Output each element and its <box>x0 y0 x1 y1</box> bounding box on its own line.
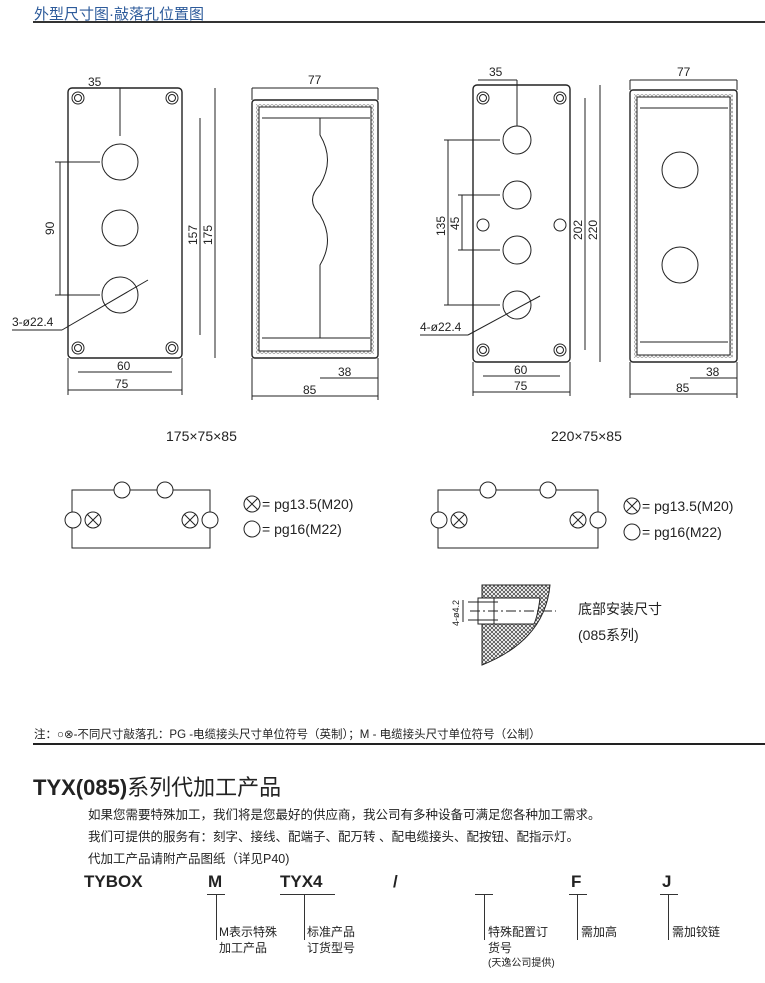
label-j: 需加铰链 <box>672 925 721 939</box>
dim-35: 35 <box>489 65 503 79</box>
heading-model: TYX(085) <box>33 775 128 800</box>
dim-202: 202 <box>571 220 585 240</box>
mount-series: (085系列) <box>578 627 639 643</box>
legend-pg135: = pg13.5(M20) <box>642 498 733 514</box>
footnote: 注：○⊗-不同尺寸敲落孔：PG -电缆接头尺寸单位符号（英制）；M - 电缆接头… <box>34 729 541 741</box>
dimension-drawings: 35 90 157 175 60 75 3-ø22.4 77 38 85 35 … <box>12 65 738 666</box>
dim-77: 77 <box>308 73 322 87</box>
dim-157: 157 <box>186 225 200 245</box>
dim-45: 45 <box>448 216 462 230</box>
knockout-layout-175 <box>64 481 261 549</box>
legend-pg135: = pg13.5(M20) <box>262 496 353 512</box>
front-view-220 <box>420 79 601 396</box>
size-caption-a: 175×75×85 <box>166 428 237 444</box>
bottom-mount-detail <box>462 584 556 666</box>
code-j: J <box>662 872 672 891</box>
knockout-layout-220 <box>430 481 641 549</box>
dim-77: 77 <box>677 65 691 79</box>
code-f: F <box>571 872 582 891</box>
dim-38: 38 <box>706 365 720 379</box>
dim-60: 60 <box>514 363 528 377</box>
label-f: 需加高 <box>581 925 618 939</box>
label-m: M表示特殊加工产品 <box>219 925 277 955</box>
label-special-order: 特殊配置订货号(天逸公司提供) <box>488 925 555 969</box>
dim-85: 85 <box>676 381 690 395</box>
paragraph: 代加工产品请附产品图纸（详见P40) <box>88 852 290 866</box>
code-slash: / <box>393 872 398 891</box>
title-divider <box>33 21 765 23</box>
label-tyx4: 标准产品订货型号 <box>307 925 356 955</box>
note-divider <box>33 743 765 745</box>
section-title: 外型尺寸图·敲落孔位置图 <box>34 6 204 23</box>
dim-85: 85 <box>303 383 317 397</box>
dim-90: 90 <box>43 221 57 235</box>
paragraph: 如果您需要特殊加工，我们将是您最好的供应商，我公司有多种设备可满足您各种加工需求… <box>88 808 601 822</box>
hole-spec: 4-ø22.4 <box>420 320 462 334</box>
dim-75: 75 <box>514 379 528 393</box>
dim-38: 38 <box>338 365 352 379</box>
dim-135: 135 <box>434 216 448 236</box>
front-view-175 <box>12 87 216 395</box>
dim-60: 60 <box>117 359 131 373</box>
heading-text: 系列代加工产品 <box>127 775 282 800</box>
code-tyx4: TYX4 <box>280 872 323 891</box>
legend-pg16: = pg16(M22) <box>642 524 722 540</box>
dim-175: 175 <box>201 225 215 245</box>
section-heading: TYX(085)系列代加工产品 <box>33 770 281 802</box>
code-m: M <box>208 872 223 891</box>
paragraph: 我们可提供的服务有：刻字、接线、配端子、配万转 、配电缆接头、配按钮、配指示灯。 <box>88 830 579 844</box>
dim-35: 35 <box>88 75 102 89</box>
dim-75: 75 <box>115 377 129 391</box>
code-tybox: TYBOX <box>84 872 143 891</box>
side-view-175 <box>251 87 379 400</box>
legend-pg16: = pg16(M22) <box>262 521 342 537</box>
side-view-220 <box>629 79 738 398</box>
size-caption-b: 220×75×85 <box>551 428 622 444</box>
dim-220: 220 <box>586 220 600 240</box>
mount-title: 底部安装尺寸 <box>578 601 662 617</box>
hole-spec: 3-ø22.4 <box>12 315 54 329</box>
mount-hole-dim: 4-ø4.2 <box>451 600 461 626</box>
